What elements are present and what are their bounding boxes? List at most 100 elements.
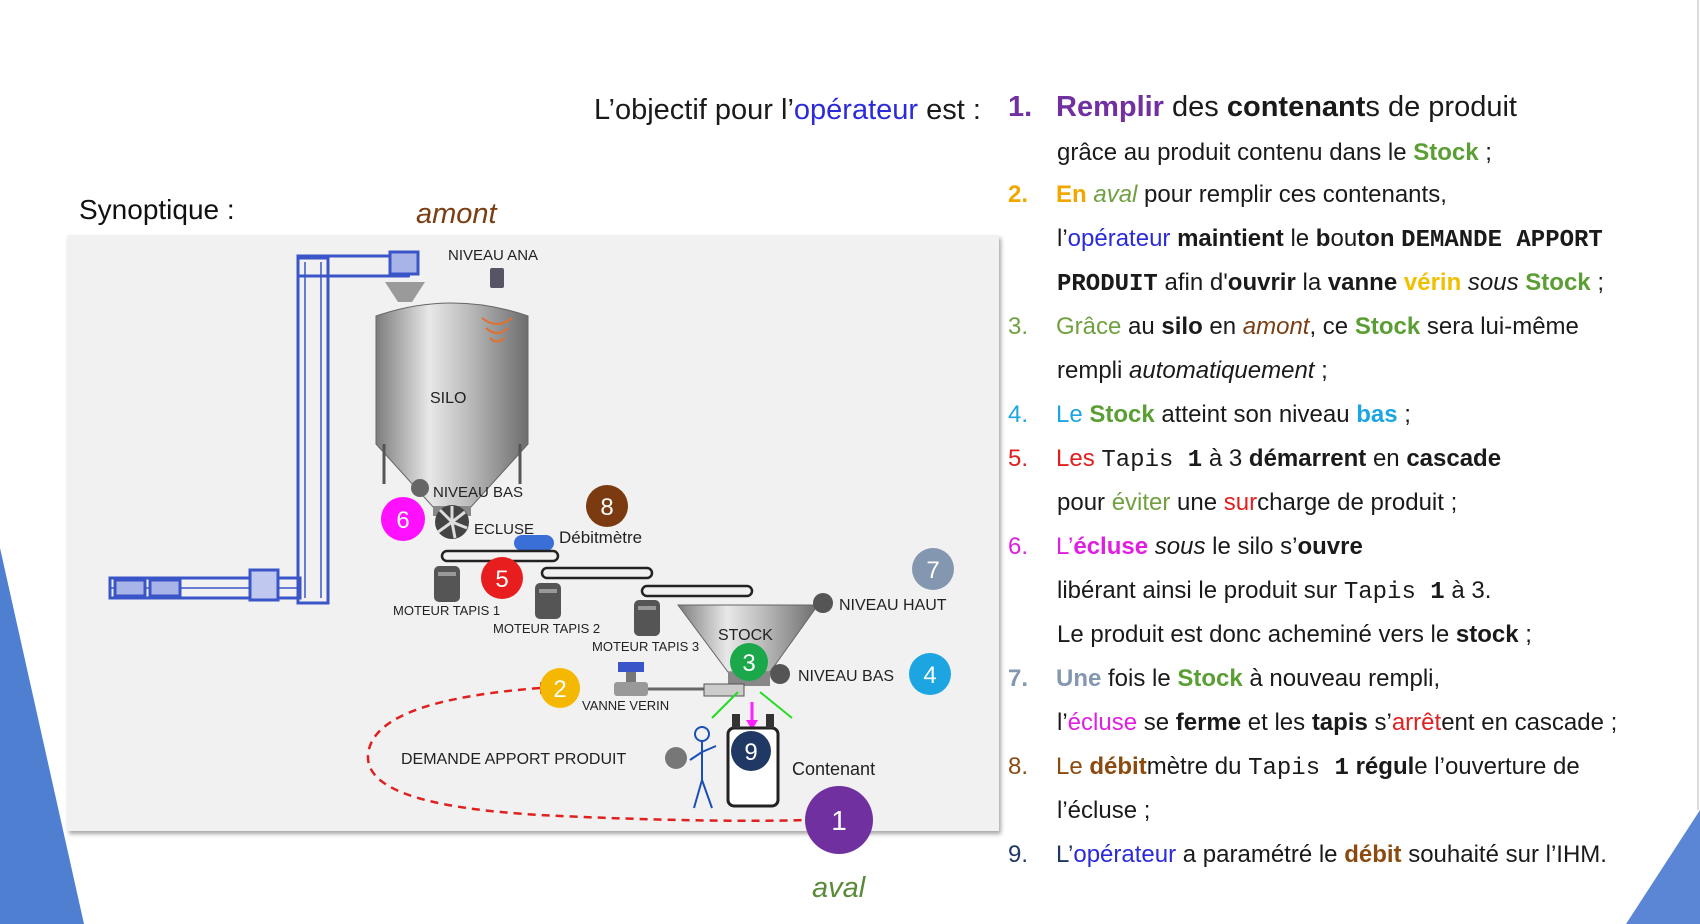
step-text: au (1121, 313, 1162, 340)
step-3: 3.Grâce au silo en amont, ce Stock sera … (1008, 312, 1579, 342)
debitmetre-device (514, 535, 554, 551)
marker-circle (909, 653, 951, 695)
amont-label: amont (416, 198, 497, 230)
step-text: Tapis (1248, 755, 1335, 782)
step-text (1461, 269, 1468, 296)
step-text: s de produit (1365, 91, 1517, 123)
step-text: se (1137, 709, 1176, 736)
operator-figure (689, 726, 717, 809)
step-number: 2. (1008, 181, 1029, 208)
step-text: Le (1056, 753, 1090, 780)
step-text: une (1170, 489, 1224, 516)
marker-label: 8 (600, 494, 613, 521)
marker-circle (481, 557, 523, 599)
step-text: Les (1056, 445, 1102, 472)
step-text: et les (1241, 709, 1312, 736)
step-text: débit (1089, 753, 1147, 780)
step-text: l’ (1057, 225, 1068, 252)
step-text: le silo s’ (1205, 533, 1298, 560)
niveau-haut-label: NIVEAU HAUT (839, 597, 947, 614)
level-sensor-ana (481, 268, 513, 343)
objective-heading: L’objectif pour l’opérateur est : (594, 94, 981, 127)
step-text: débit (1344, 841, 1402, 868)
step-text: Une (1056, 665, 1102, 692)
moteur-tapis-3-label: MOTEUR TAPIS 3 (592, 639, 699, 654)
ecluse-rotary-valve (435, 505, 469, 539)
step-text: DEMANDE APPORT (1401, 227, 1603, 254)
step-number: 3. (1008, 313, 1029, 340)
step-text: ; (1518, 621, 1532, 648)
step-text: L’ (1056, 533, 1074, 560)
step-7: 7.Une fois le Stock à nouveau rempli, (1008, 664, 1440, 694)
step-text: afin d' (1157, 269, 1228, 296)
marker-circle (540, 668, 580, 708)
marker-circle (730, 643, 768, 681)
step-text: des (1163, 91, 1227, 123)
marker-circle (731, 731, 771, 771)
step-text: écluse (1073, 533, 1149, 560)
step-text: L’ (1056, 841, 1074, 868)
step-text: on (1365, 225, 1402, 252)
step-text: ouvrir (1227, 269, 1296, 296)
niveau-bas-silo-label: NIVEAU BAS (433, 484, 523, 501)
step-text: ; (1478, 139, 1492, 166)
step-7-line-2: l’écluse se ferme et les tapis s’arrêten… (1008, 708, 1617, 738)
step-6-line-3: Le produit est donc acheminé vers le sto… (1008, 620, 1532, 650)
marker-7: 7 (912, 548, 954, 590)
bucket-elevator (108, 250, 420, 605)
step-6-line-2: libérant ainsi le produit sur Tapis 1 à … (1008, 576, 1491, 608)
step-text: opérateur (1073, 841, 1177, 868)
step-text: écluse (1067, 709, 1138, 736)
marker-label: 3 (742, 650, 755, 677)
contenant-label: Contenant (792, 759, 875, 779)
step-text: bas (1356, 401, 1398, 428)
marker-circle (805, 786, 873, 854)
step-1: 1.Remplir des contenants de produit (1008, 92, 1517, 122)
marker-1: 1 (805, 786, 873, 854)
niveau-ana-label: NIVEAU ANA (448, 247, 538, 264)
step-text: l’ (1057, 709, 1068, 736)
vanne-verin-label: VANNE VERIN (582, 698, 669, 713)
marker-circle (381, 497, 425, 541)
step-text: Stock (1089, 401, 1155, 428)
step-number: 4. (1008, 401, 1029, 428)
stock-label: STOCK (718, 627, 773, 644)
silo-inlet-hopper (385, 282, 425, 302)
step-text: cascade (1406, 445, 1502, 472)
step-8-line-2: l’écluse ; (1008, 796, 1150, 826)
step-2: 2.En aval pour remplir ces contenants, (1008, 180, 1447, 210)
step-text: le (1283, 225, 1316, 252)
objective-suffix: est : (918, 94, 981, 126)
silo-tank (375, 302, 529, 516)
step-5: 5.Les Tapis 1 à 3 démarrent en cascade (1008, 444, 1501, 476)
step-text: a paramétré le (1176, 841, 1345, 868)
step-text: vérin (1403, 269, 1462, 296)
step-number: 8. (1008, 753, 1029, 780)
step-text: opérateur (1067, 225, 1171, 252)
step-text: libérant ainsi le produit sur (1057, 577, 1344, 604)
step-text: en (1202, 313, 1243, 340)
marker-label: 1 (831, 805, 847, 836)
marker-label: 2 (553, 676, 566, 703)
step-text: en (1366, 445, 1407, 472)
step-text: automatiquement (1129, 357, 1315, 384)
step-text: vanne (1327, 269, 1398, 296)
marker-6: 6 (381, 497, 425, 541)
vanne-verin-valve (614, 662, 745, 697)
silo-low-level-sensor (411, 479, 429, 497)
niveau-bas-stock-label: NIVEAU BAS (798, 668, 894, 685)
step-number: 9. (1008, 841, 1029, 868)
step-text: sera lui-même (1420, 313, 1579, 340)
debitmetre-label: Débitmètre (559, 528, 642, 547)
step-text (1397, 269, 1404, 296)
step-text: Remplir (1056, 91, 1164, 123)
step-4: 4.Le Stock atteint son niveau bas ; (1008, 400, 1411, 430)
step-text: e l’ouverture de (1414, 753, 1580, 780)
objective-operator: opérateur (793, 94, 919, 126)
marker-5: 5 (481, 557, 523, 599)
step-text: 1 (1430, 579, 1445, 606)
step-6: 6.L’écluse sous le silo s’ouvre (1008, 532, 1363, 562)
step-text: Le produit est donc acheminé vers le (1057, 621, 1456, 648)
corner-left-decoration (0, 548, 84, 924)
marker-label: 5 (495, 566, 508, 593)
